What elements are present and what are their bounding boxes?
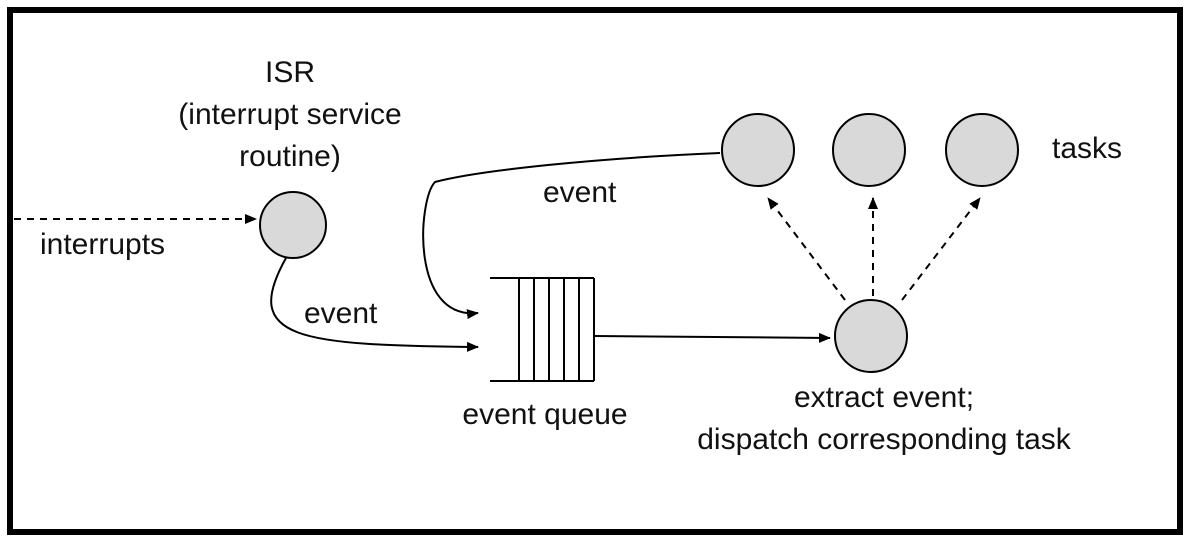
event-label-top: event xyxy=(543,176,617,209)
tasks-label: tasks xyxy=(1052,132,1122,165)
event-queue-label: event queue xyxy=(462,398,627,431)
dispatch-arrow-task-3 xyxy=(901,197,981,301)
isr-node xyxy=(259,191,327,259)
dispatcher-node xyxy=(834,299,908,373)
dispatcher-label-line1: extract event; xyxy=(794,381,974,414)
isr-label-line2: (interrupt service xyxy=(178,98,401,131)
queue-to-dispatcher-arrow xyxy=(593,332,831,343)
dispatch-arrow-task-1 xyxy=(767,197,846,301)
isr-label-line3: routine) xyxy=(239,140,341,173)
task-node-2 xyxy=(832,113,906,187)
dispatcher-label-line2: dispatch corresponding task xyxy=(697,423,1072,456)
isr-label-line1: ISR xyxy=(265,56,315,89)
task-node-1 xyxy=(721,113,795,187)
isr-to-queue-arrow xyxy=(270,257,479,352)
interrupts-label: interrupts xyxy=(40,228,165,261)
task-node-3 xyxy=(945,113,1019,187)
diagram-frame xyxy=(7,7,1183,535)
task-to-queue-arrow xyxy=(422,152,721,320)
event-label-left: event xyxy=(304,297,378,330)
event-queue xyxy=(490,277,595,382)
